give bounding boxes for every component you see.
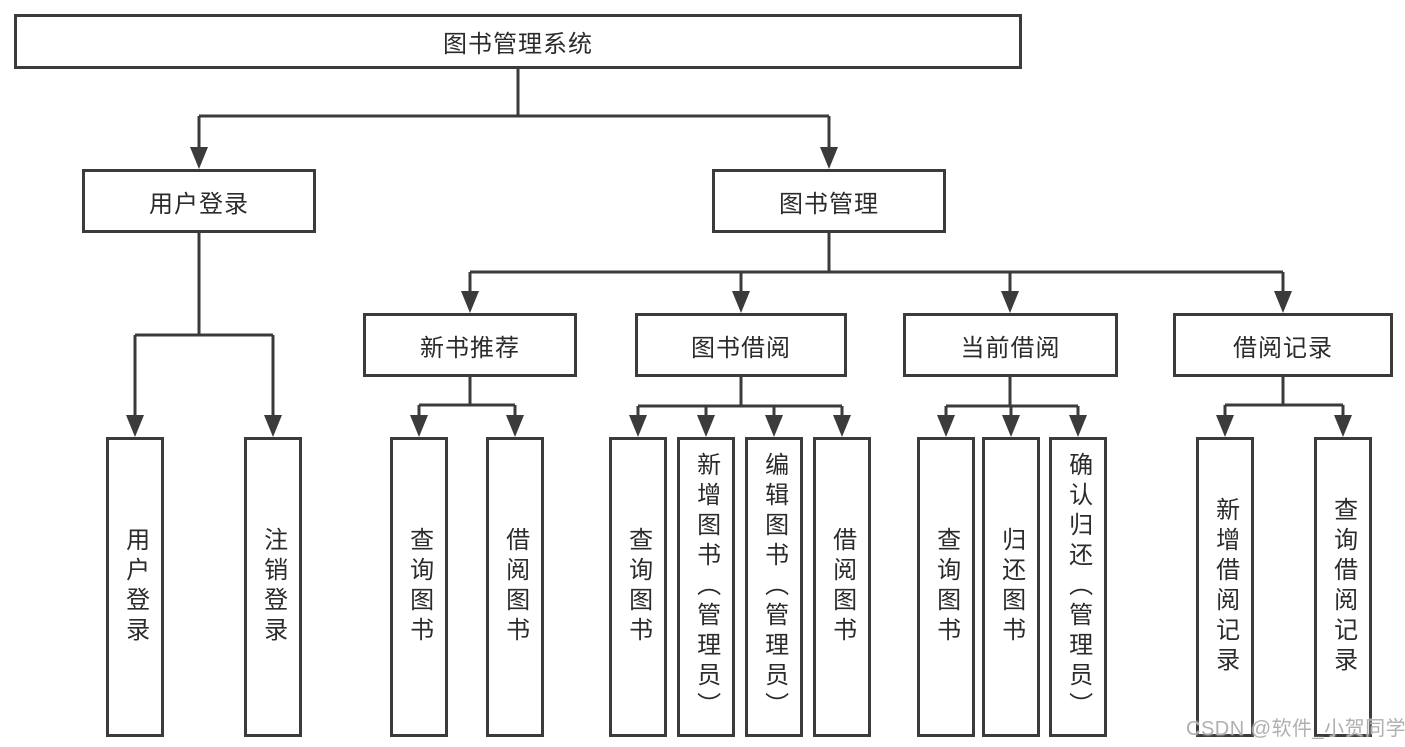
- node-label: 归还图书: [997, 527, 1025, 647]
- arrowheads-borrowing-records: [1216, 415, 1352, 437]
- arrowheads-user-login: [126, 415, 282, 437]
- node-label: 确认归还（管理员）: [1064, 452, 1092, 722]
- leaf-borrowing-borrow-books: 借阅图书: [813, 437, 871, 737]
- node-label: 图书管理: [779, 190, 879, 218]
- node-label: 查询图书: [624, 527, 652, 647]
- leaf-current-return-book: 归还图书: [982, 437, 1040, 737]
- leaf-borrowing-query-books: 查询图书: [609, 437, 667, 737]
- node-label: 图书借阅: [691, 334, 791, 362]
- arrowheads-book-management: [461, 291, 1292, 313]
- node-label: 新增借阅记录: [1211, 497, 1239, 677]
- node-label: 图书管理系统: [443, 31, 593, 58]
- connector-book-management: [468, 233, 1285, 295]
- node-borrowing-records: 借阅记录: [1173, 313, 1393, 377]
- leaf-recommend-query-books: 查询图书: [390, 437, 448, 737]
- node-label: 新增图书（管理员）: [692, 452, 720, 722]
- node-new-book-recommendation: 新书推荐: [363, 313, 577, 377]
- connector-new-book-recommendation: [417, 377, 517, 420]
- node-label: 借阅图书: [828, 527, 856, 647]
- node-label: 当前借阅: [960, 334, 1061, 362]
- node-label: 查询图书: [932, 527, 960, 647]
- node-user-login: 用户登录: [82, 169, 316, 233]
- arrowheads-new-book-recommendation: [410, 415, 524, 437]
- node-label: 借阅记录: [1233, 334, 1333, 362]
- connector-borrowing-records: [1223, 377, 1345, 420]
- node-label: 新书推荐: [420, 334, 520, 362]
- node-root: 图书管理系统: [14, 14, 1022, 69]
- leaf-borrowing-edit-book-admin: 编辑图书（管理员）: [745, 437, 803, 737]
- node-label: 查询图书: [405, 527, 433, 647]
- node-book-borrowing: 图书借阅: [635, 313, 847, 377]
- node-current-borrowing: 当前借阅: [903, 313, 1118, 377]
- leaf-recommend-borrow-books: 借阅图书: [486, 437, 544, 737]
- arrowheads-level1: [190, 147, 838, 169]
- node-label: 注销登录: [259, 527, 287, 647]
- leaf-current-confirm-return-admin: 确认归还（管理员）: [1049, 437, 1107, 737]
- connector-current-borrowing: [944, 377, 1080, 420]
- node-label: 用户登录: [121, 527, 149, 647]
- leaf-user-login: 用户登录: [106, 437, 164, 737]
- csdn-watermark: CSDN @软件_小贺同学: [1186, 718, 1405, 740]
- node-label: 用户登录: [149, 190, 249, 218]
- node-book-management: 图书管理: [712, 169, 946, 233]
- node-label: 编辑图书（管理员）: [760, 452, 788, 722]
- arrowheads-book-borrowing: [629, 415, 851, 437]
- connector-book-borrowing: [636, 377, 844, 420]
- leaf-current-query-books: 查询图书: [917, 437, 975, 737]
- leaf-records-query-record: 查询借阅记录: [1314, 437, 1372, 737]
- node-label: 借阅图书: [501, 527, 529, 647]
- arrowheads-current-borrowing: [937, 415, 1087, 437]
- leaf-records-add-record: 新增借阅记录: [1196, 437, 1254, 737]
- leaf-borrowing-add-book-admin: 新增图书（管理员）: [677, 437, 735, 737]
- node-label: 查询借阅记录: [1329, 497, 1357, 677]
- connector-root: [197, 69, 831, 150]
- leaf-logout: 注销登录: [244, 437, 302, 737]
- connector-user-login: [133, 233, 275, 420]
